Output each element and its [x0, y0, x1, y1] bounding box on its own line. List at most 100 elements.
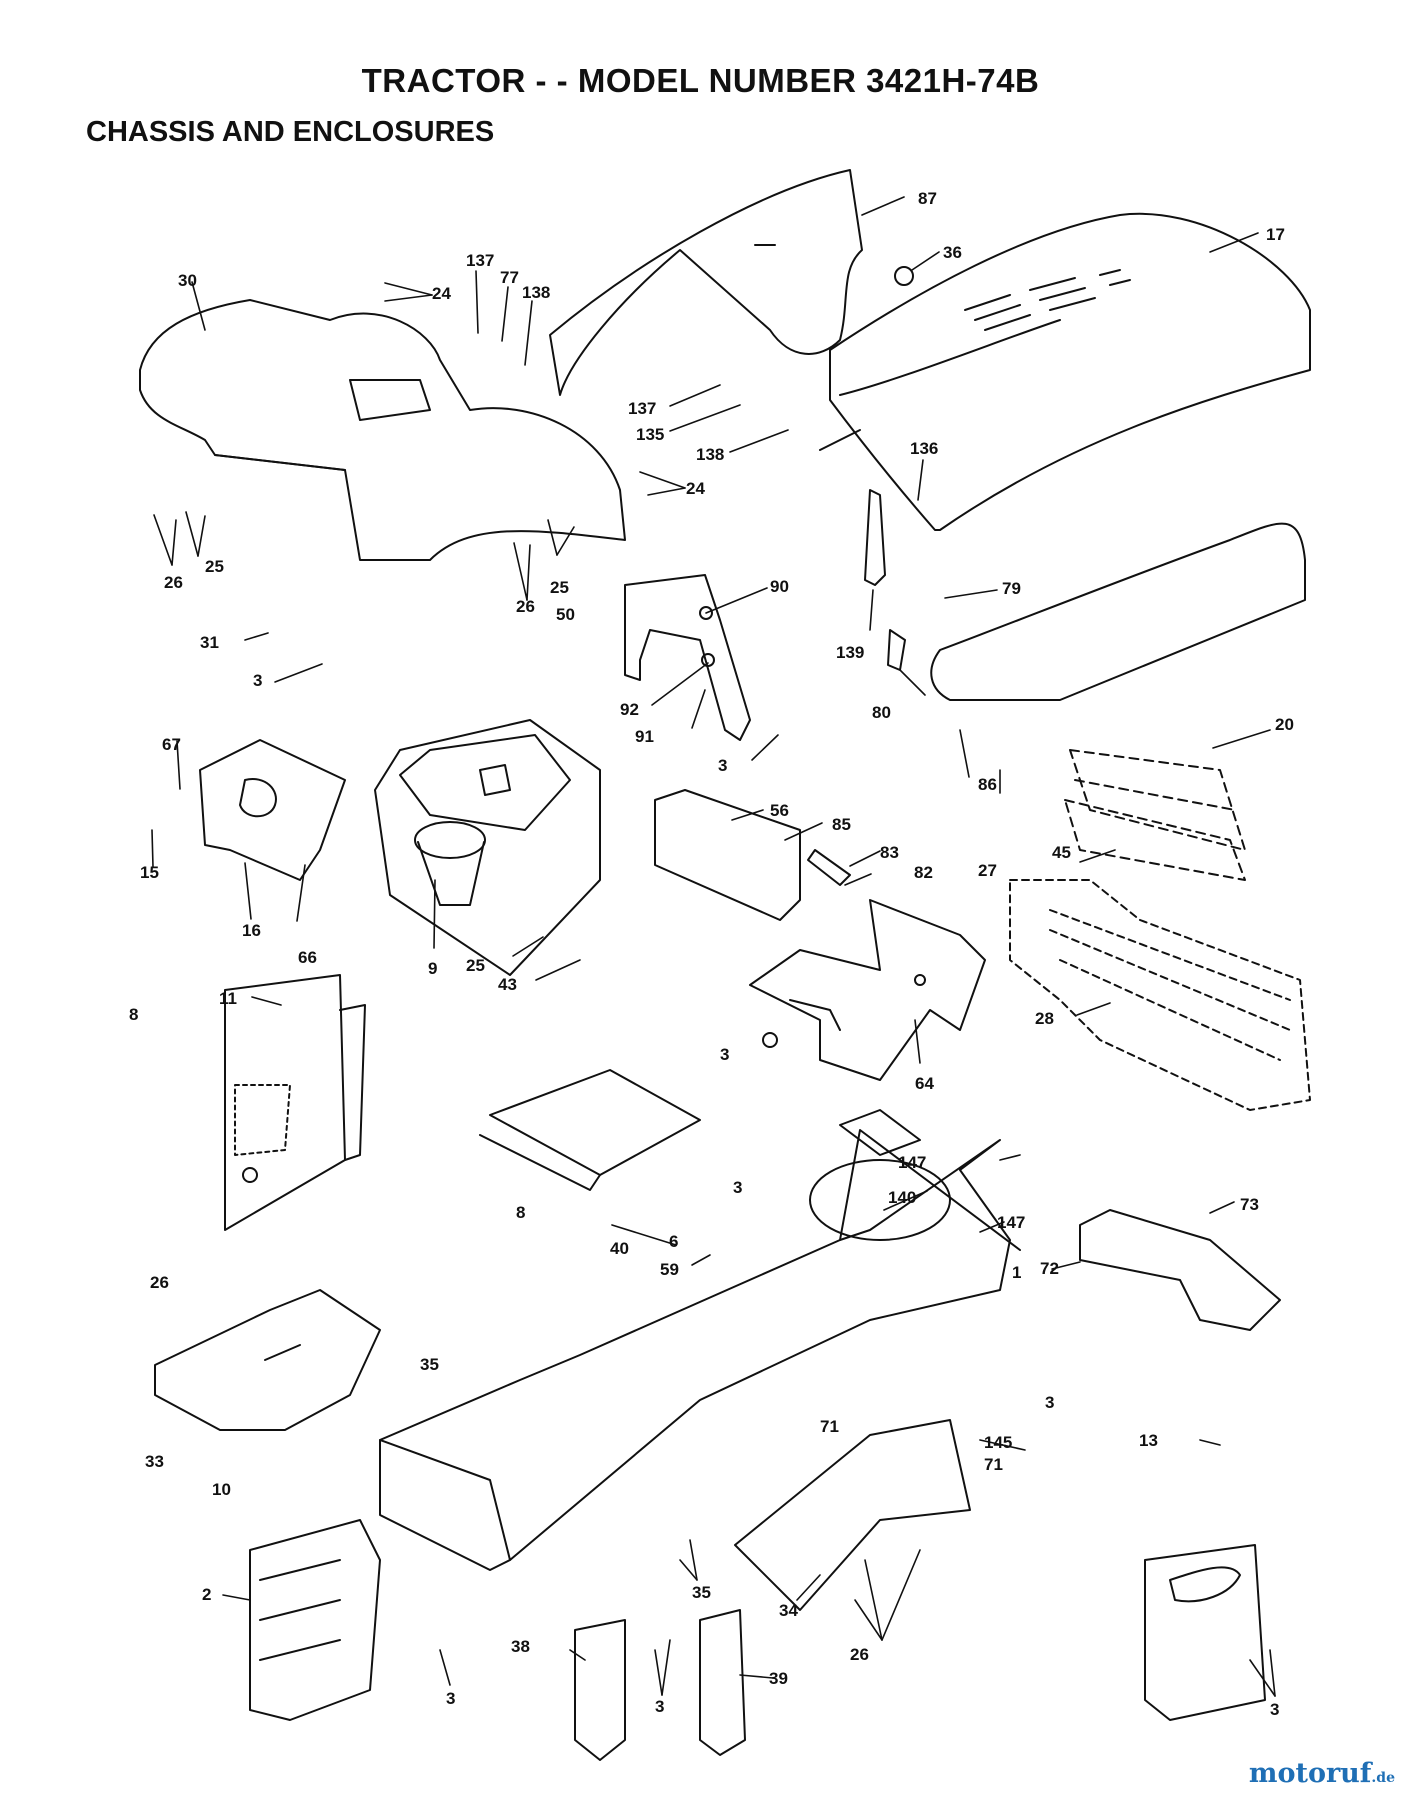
callout-2: 2: [202, 1585, 211, 1604]
callout-8-a: 8: [129, 1005, 138, 1024]
callout-10: 10: [212, 1480, 231, 1499]
callout-34: 34: [779, 1601, 798, 1620]
callout-26-d: 26: [850, 1645, 869, 1664]
callout-27: 27: [978, 861, 997, 880]
callout-71-a: 71: [820, 1417, 839, 1436]
callout-39: 39: [769, 1669, 788, 1688]
callout-3-a: 3: [718, 756, 727, 775]
callout-73: 73: [1240, 1195, 1259, 1214]
callout-64: 64: [915, 1074, 934, 1093]
callout-26-c: 26: [150, 1273, 169, 1292]
callout-50: 50: [556, 605, 575, 624]
callout-36: 36: [943, 243, 962, 262]
leader-lines: [151, 196, 1276, 1697]
tube-45-part: [1064, 799, 1246, 881]
callout-3-h: 3: [1270, 1700, 1279, 1719]
hood-17-part: [819, 212, 1311, 531]
callout-91: 91: [635, 727, 654, 746]
callout-38: 38: [511, 1637, 530, 1656]
callout-15: 15: [140, 863, 159, 882]
bracket-72-part: [1079, 1209, 1281, 1331]
callout-40: 40: [610, 1239, 629, 1258]
dash-panel-87-part: [549, 169, 863, 396]
page-title: TRACTOR - - MODEL NUMBER 3421H-74B: [361, 62, 1040, 99]
callout-66: 66: [298, 948, 317, 967]
callout-13: 13: [1139, 1431, 1158, 1450]
callout-136: 136: [910, 439, 938, 458]
callout-3-b: 3: [253, 671, 262, 690]
callout-72: 72: [1040, 1259, 1059, 1278]
callout-3-e: 3: [1045, 1393, 1054, 1412]
bracket-38-part: [574, 1619, 626, 1761]
bracket-50-part: [624, 574, 751, 741]
mount-bracket-64-part: [749, 899, 986, 1081]
callout-8-b: 8: [516, 1203, 525, 1222]
callout-17: 17: [1266, 225, 1285, 244]
callout-140: 140: [888, 1188, 916, 1207]
rear-fender-30-part: [139, 299, 626, 561]
plate-6-part: [479, 1069, 701, 1191]
side-panel-20-part: [1069, 749, 1246, 851]
section-subtitle: CHASSIS AND ENCLOSURES: [86, 116, 495, 148]
callout-92: 92: [620, 700, 639, 719]
callout-26: 26: [164, 573, 183, 592]
callout-25-c: 25: [466, 956, 485, 975]
callout-90: 90: [770, 577, 789, 596]
callout-20: 20: [1275, 715, 1294, 734]
callout-45: 45: [1052, 843, 1071, 862]
callout-137: 137: [466, 251, 494, 270]
callout-30: 30: [178, 271, 197, 290]
callout-25: 25: [205, 557, 224, 576]
callout-59: 59: [660, 1260, 679, 1279]
callout-28: 28: [1035, 1009, 1054, 1028]
callout-135: 135: [636, 425, 664, 444]
callout-16: 16: [242, 921, 261, 940]
callout-80: 80: [872, 703, 891, 722]
callout-145: 145: [984, 1433, 1012, 1452]
callout-77: 77: [500, 268, 519, 287]
callout-138: 138: [522, 283, 550, 302]
grille-86-part: [930, 522, 1306, 701]
callout-6: 6: [669, 1232, 678, 1251]
panel-13-part: [1144, 1544, 1266, 1721]
callout-35-b: 35: [692, 1583, 711, 1602]
callout-3-g: 3: [655, 1697, 664, 1716]
callout-3-d: 3: [733, 1178, 742, 1197]
callout-33: 33: [145, 1452, 164, 1471]
bracket-139-part: [864, 489, 886, 586]
callout-137-b: 137: [628, 399, 656, 418]
callout-79: 79: [1002, 579, 1021, 598]
callout-9: 9: [428, 959, 437, 978]
callout-24: 24: [432, 284, 451, 303]
heat-shield-67-part: [199, 739, 346, 881]
callout-31: 31: [200, 633, 219, 652]
callout-56: 56: [770, 801, 789, 820]
clip-80-part: [887, 629, 906, 671]
callout-25-b: 25: [550, 578, 569, 597]
knob-36-part: [894, 266, 914, 286]
callout-35-a: 35: [420, 1355, 439, 1374]
watermark-text: motoruf: [1248, 1758, 1372, 1789]
side-rail-28-part: [1009, 879, 1311, 1111]
bracket-39-part: [699, 1609, 746, 1756]
panel-11-part: [224, 974, 366, 1231]
frame-1-part: [379, 1109, 1021, 1571]
callout-11: 11: [219, 989, 237, 1008]
callout-24-b: 24: [686, 479, 705, 498]
callout-26-b: 26: [516, 597, 535, 616]
bracket-56-part: [654, 789, 801, 921]
callout-147-a: 147: [898, 1153, 926, 1172]
callout-147-b: 147: [997, 1213, 1025, 1232]
callout-67: 67: [162, 735, 181, 754]
watermark-logo: motoruf.de: [1249, 1758, 1395, 1789]
callout-138-b: 138: [696, 445, 724, 464]
callout-86: 86: [978, 775, 997, 794]
cover-34-part: [734, 1419, 971, 1611]
callout-71-b: 71: [984, 1455, 1003, 1474]
callout-3-c: 3: [720, 1045, 729, 1064]
callout-43: 43: [498, 975, 517, 994]
watermark-suffix: .de: [1371, 1770, 1395, 1786]
console-9-part: [374, 719, 601, 976]
callout-83: 83: [880, 843, 899, 862]
